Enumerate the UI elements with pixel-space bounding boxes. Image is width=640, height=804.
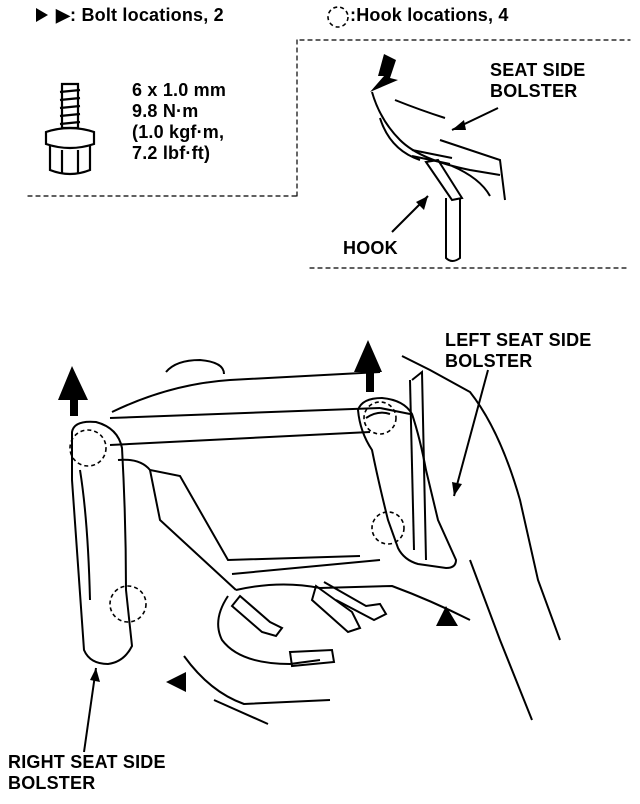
right-bolster-line1: RIGHT SEAT SIDE xyxy=(8,752,166,772)
bolt-location-icon xyxy=(166,672,186,692)
pull-arrow-icon xyxy=(354,340,382,392)
bolt-legend-label: ▶: Bolt locations, 2 xyxy=(56,5,224,25)
bolt-legend-icon xyxy=(36,8,48,22)
hook-location-icon xyxy=(327,6,349,28)
left-bolster-line1: LEFT SEAT SIDE xyxy=(445,330,592,350)
left-seat-side-bolster-label: LEFT SEAT SIDE BOLSTER xyxy=(445,330,591,372)
seat-belt-buckle xyxy=(217,595,321,666)
hook-location-icon xyxy=(371,511,405,545)
detail-hook-label: HOOK xyxy=(343,238,398,258)
bolt-location-icon xyxy=(436,606,458,626)
bolt-spec-size: 6 x 1.0 mm xyxy=(132,80,227,100)
hook-location-icon xyxy=(363,401,397,435)
detail-label-line1: SEAT SIDE xyxy=(490,60,586,80)
hook-location-markers xyxy=(69,6,405,623)
leader-right-bolster xyxy=(83,667,97,753)
pull-arrow-icon xyxy=(58,366,88,416)
hook-location-icon xyxy=(109,585,147,623)
bolt-icon xyxy=(44,82,96,176)
right-bolster-outline xyxy=(71,420,134,666)
bolt-spec-torque-nm: 9.8 N·m xyxy=(132,101,199,121)
bolt-spec: 6 x 1.0 mm 9.8 N·m (1.0 kgf·m, 7.2 lbf·f… xyxy=(132,80,226,164)
bolt-spec-torque-lbfft: 7.2 lbf·ft) xyxy=(132,143,211,163)
right-seat-side-bolster-label: RIGHT SEAT SIDE BOLSTER xyxy=(8,752,166,794)
rear-seat-drawing xyxy=(71,355,561,725)
detail-label-line2: BOLSTER xyxy=(490,81,578,101)
pull-arrow-icon xyxy=(370,54,398,92)
right-bolster-line2: BOLSTER xyxy=(8,773,96,793)
left-bolster-outline xyxy=(356,396,458,570)
bolt-spec-torque-kgfm: (1.0 kgf·m, xyxy=(132,122,225,142)
hook-legend-label: :Hook locations, 4 xyxy=(350,5,509,25)
left-bolster-line2: BOLSTER xyxy=(445,351,533,371)
hook-detail-drawing xyxy=(371,91,506,262)
detail-seat-side-bolster-label: SEAT SIDE BOLSTER xyxy=(490,60,585,102)
hook-location-icon xyxy=(69,429,107,467)
leader-left-bolster xyxy=(453,369,489,497)
